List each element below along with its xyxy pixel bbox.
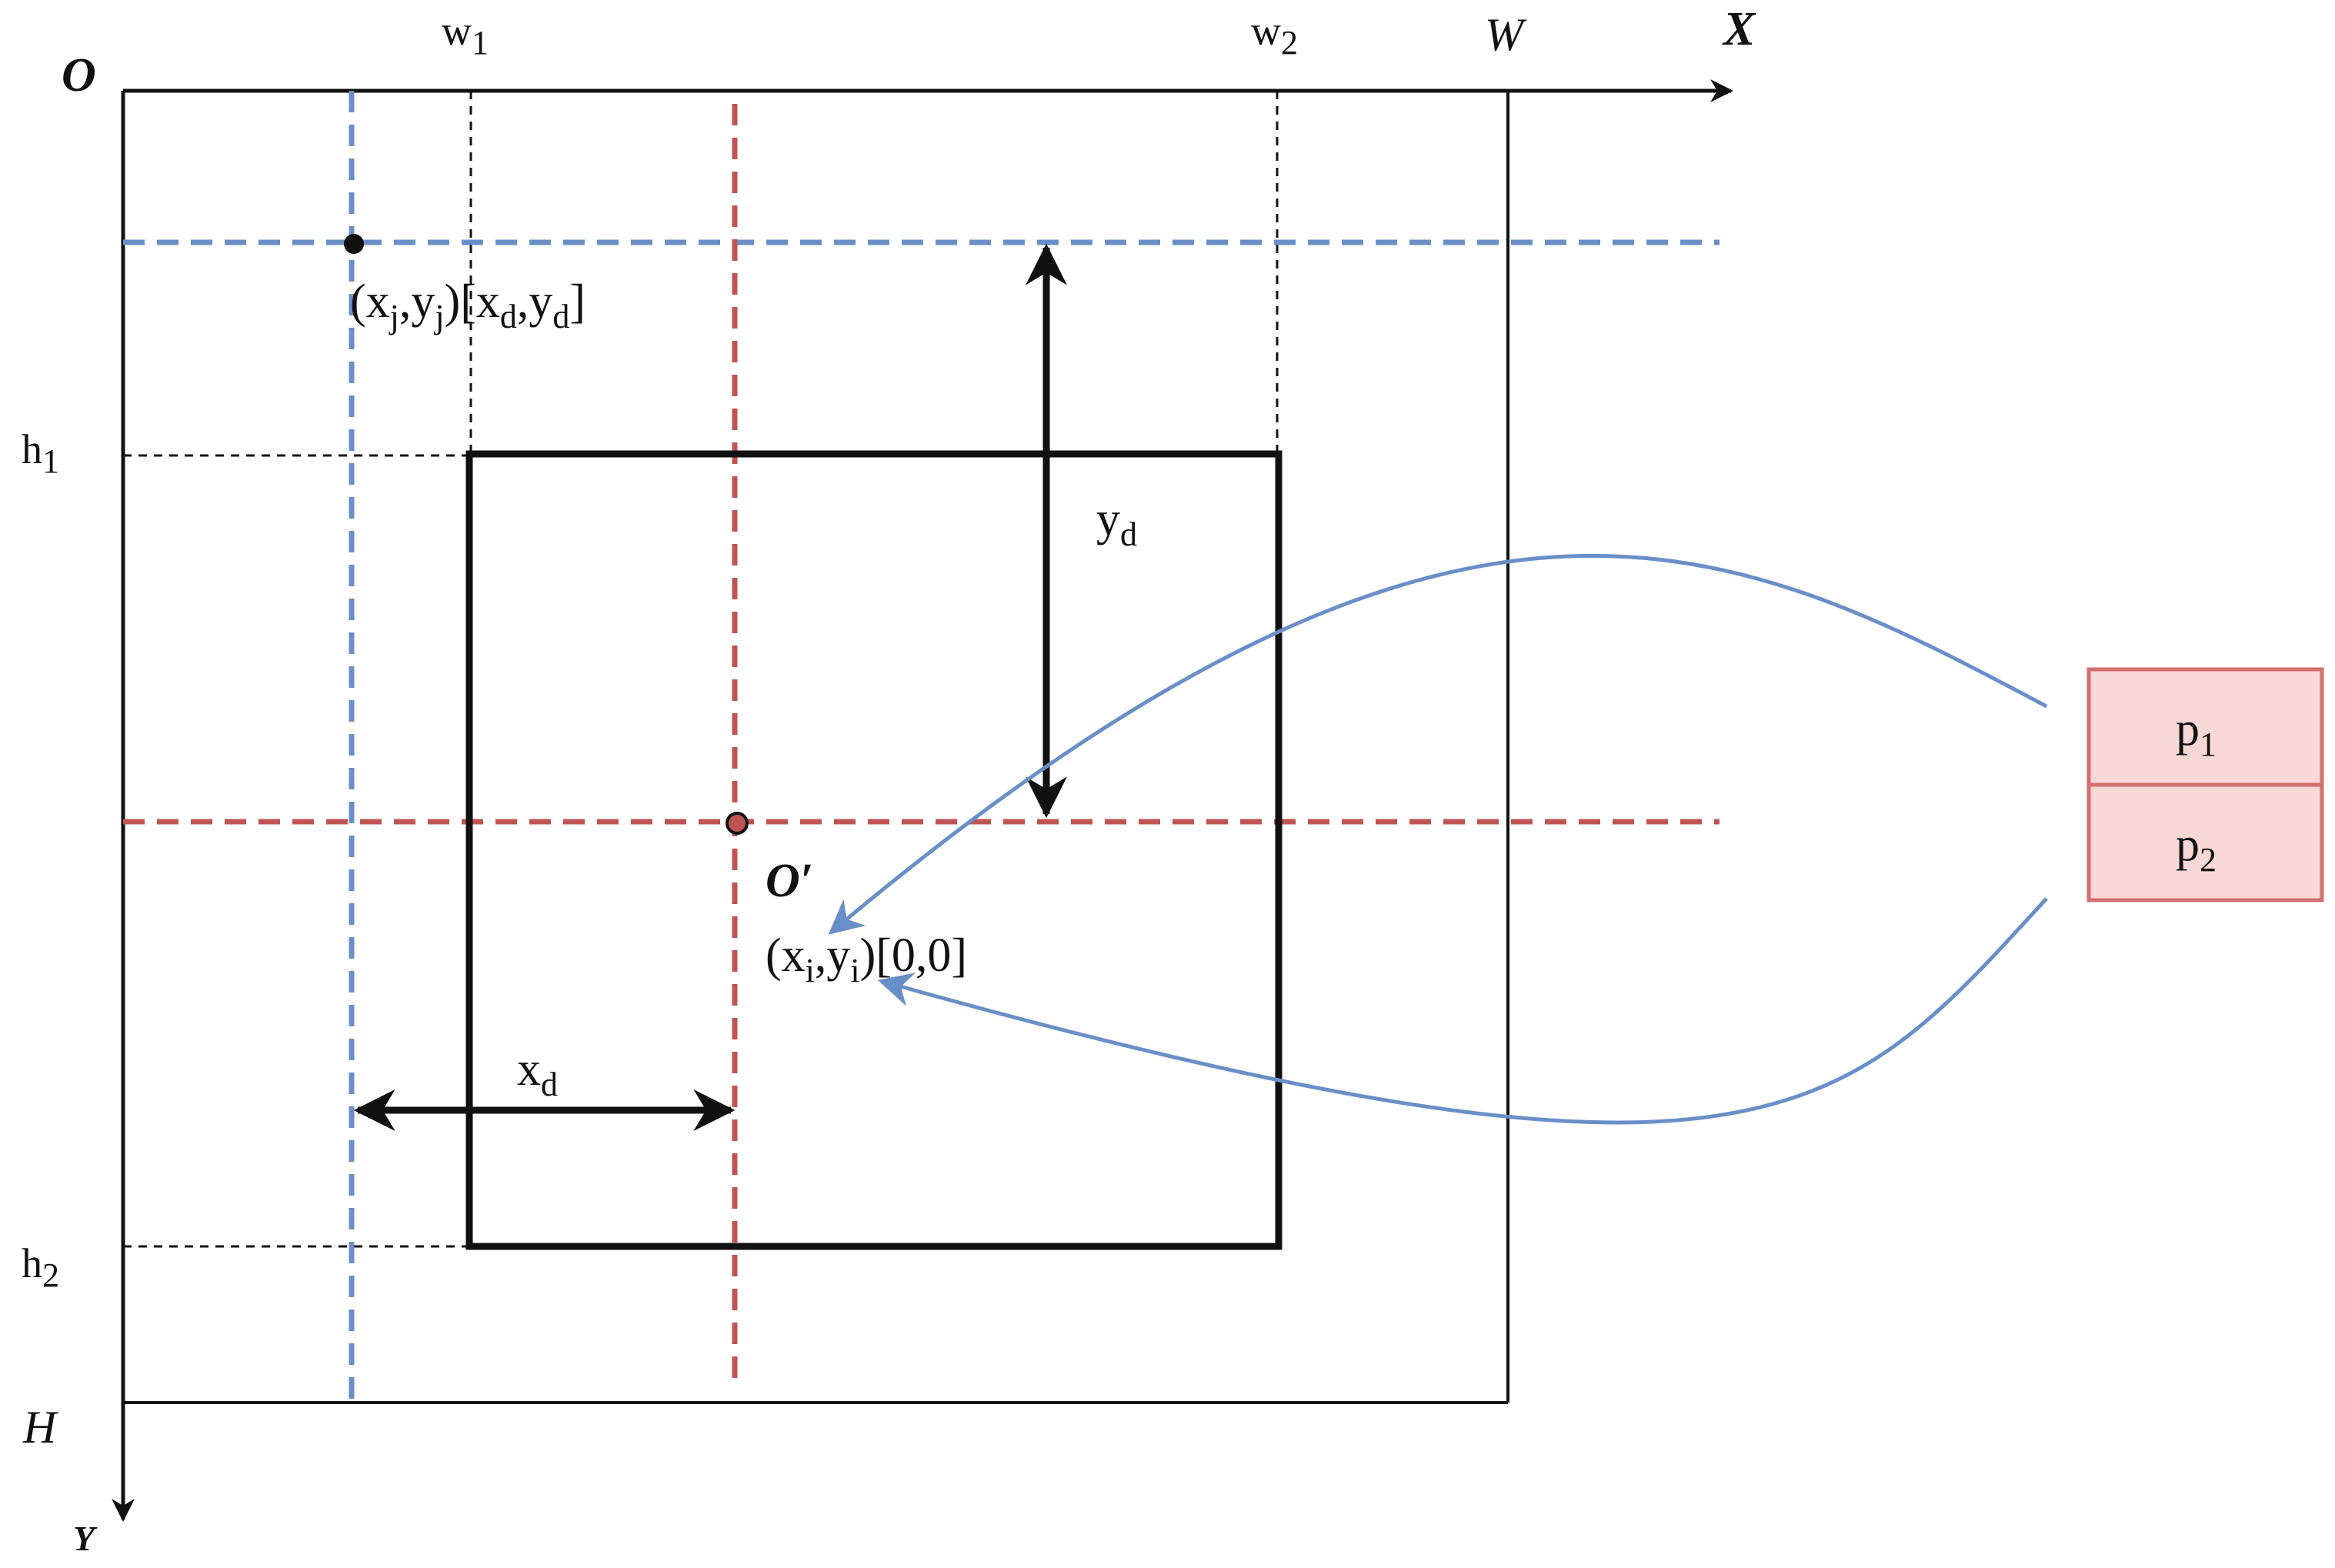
- h2-label: h2: [22, 1240, 59, 1294]
- w2-label: w2: [1251, 8, 1298, 62]
- point-j-label: (xj,yj)[xd,yd]: [350, 275, 585, 335]
- new-origin-label: O′: [766, 855, 813, 907]
- point-i-dot: [726, 812, 749, 835]
- param-box: p1 p2: [2086, 667, 2324, 902]
- point-j-dot: [344, 234, 364, 254]
- xd-label: xd: [517, 1043, 558, 1103]
- h1-label: h1: [22, 426, 59, 480]
- bounding-box: [465, 450, 1283, 1250]
- param-p1-label: p1: [2176, 703, 2217, 763]
- height-label: H: [22, 1402, 59, 1453]
- curve-p1-arrow: [828, 554, 2048, 935]
- origin-label: O: [62, 49, 96, 102]
- param-p2-label: p2: [2176, 819, 2217, 879]
- yd-label: yd: [1096, 493, 1137, 553]
- blue-guides: [123, 91, 1720, 1403]
- y-axis-label: Y: [73, 1519, 98, 1558]
- guide-lines: [123, 91, 1279, 1248]
- red-guides: [123, 104, 1720, 1385]
- param-box-p2-cell: [2086, 782, 2324, 902]
- curve-p2-arrow: [877, 897, 2048, 1125]
- x-axis-label: X: [1722, 3, 1756, 55]
- width-label: W: [1485, 9, 1527, 60]
- w1-label: w1: [442, 8, 489, 62]
- point-i-label: (xi,yi)[0,0]: [766, 929, 967, 989]
